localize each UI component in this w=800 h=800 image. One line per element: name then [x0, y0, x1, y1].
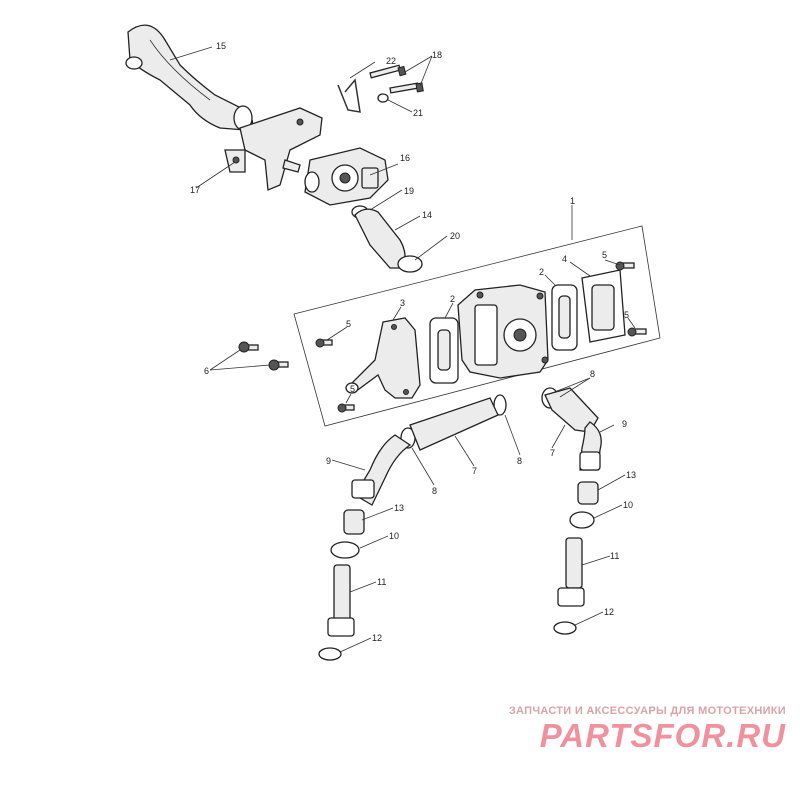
part-9-bend-right	[579, 421, 602, 471]
label-20: 20	[450, 231, 460, 241]
part-20-clamp	[397, 255, 423, 273]
leader-lines	[169, 46, 636, 653]
label-2a: 2	[450, 294, 455, 304]
label-11a: 11	[377, 577, 386, 587]
label-5d: 5	[350, 384, 355, 394]
label-5b: 5	[624, 310, 629, 320]
part-3-cover	[345, 317, 421, 399]
label-8c: 8	[590, 369, 595, 379]
part-14-small-hose	[354, 208, 406, 269]
watermark-logo: PARTSFOR.RU	[539, 717, 786, 754]
label-8a: 8	[432, 486, 437, 496]
label-14: 14	[422, 210, 432, 220]
label-6: 6	[204, 366, 209, 376]
label-9b: 9	[622, 419, 627, 429]
part-15-air-hose	[125, 24, 254, 131]
label-13a: 13	[394, 503, 404, 513]
callout-labels: 15 17 16 22 18 21 19 14 20 1 5 4 2 3 2 5…	[190, 41, 636, 643]
label-5a: 5	[602, 250, 607, 260]
part-11-pipe-left	[327, 564, 355, 637]
part-6-bolts	[238, 341, 289, 371]
part-11-pipe-right	[557, 537, 585, 607]
label-11b: 11	[610, 551, 619, 561]
label-18: 18	[432, 50, 442, 60]
part-12-oring-left	[318, 647, 342, 661]
part-4-cover-plate	[581, 269, 626, 343]
part-5-bolt-d	[337, 403, 355, 413]
label-12a: 12	[372, 633, 382, 643]
part-5-bolt-b	[627, 327, 647, 337]
part-9-bend-left	[351, 434, 412, 506]
label-4: 4	[562, 254, 567, 264]
label-3: 3	[400, 298, 405, 308]
label-9a: 9	[326, 456, 331, 466]
part-10-clamp-right	[569, 511, 595, 529]
label-16: 16	[400, 153, 410, 163]
part-17-bracket	[224, 107, 323, 191]
label-7a: 7	[472, 466, 477, 476]
label-12b: 12	[604, 607, 614, 617]
label-2b: 2	[539, 267, 544, 277]
part-12-oring-right	[553, 621, 577, 635]
label-13b: 13	[626, 470, 636, 480]
label-22: 22	[386, 56, 396, 66]
label-10b: 10	[623, 500, 633, 510]
part-2-gasket-right	[551, 284, 578, 351]
assembly-1-outline	[293, 225, 661, 427]
watermark-tagline: ЗАПЧАСТИ И АКСЕССУАРЫ ДЛЯ МОТОТЕХНИКИ	[508, 705, 786, 717]
label-1: 1	[570, 196, 575, 206]
label-8b: 8	[517, 456, 522, 466]
part-16-air-valve	[304, 147, 389, 206]
part-10-clamp-left	[330, 541, 360, 559]
part-5-bolt-c	[315, 338, 333, 348]
part-2-gasket-left	[429, 317, 459, 384]
part-18-bolts	[369, 64, 424, 94]
part-13-sleeve-left	[343, 509, 365, 535]
label-21: 21	[413, 108, 423, 118]
reed-valve-body	[457, 284, 549, 379]
part-7-hose-left	[409, 397, 499, 451]
label-10a: 10	[389, 531, 399, 541]
label-7b: 7	[550, 448, 555, 458]
part-13-sleeve-right	[577, 481, 599, 505]
part-5-bolt-a	[615, 261, 635, 271]
label-5c: 5	[346, 319, 351, 329]
label-15: 15	[216, 41, 226, 51]
watermark: ЗАПЧАСТИ И АКСЕССУАРЫ ДЛЯ МОТОТЕХНИКИ PA…	[456, 705, 786, 752]
label-17: 17	[190, 185, 200, 195]
label-19: 19	[404, 186, 414, 196]
part-22-clip	[337, 78, 361, 113]
part-21-washer	[377, 93, 389, 103]
